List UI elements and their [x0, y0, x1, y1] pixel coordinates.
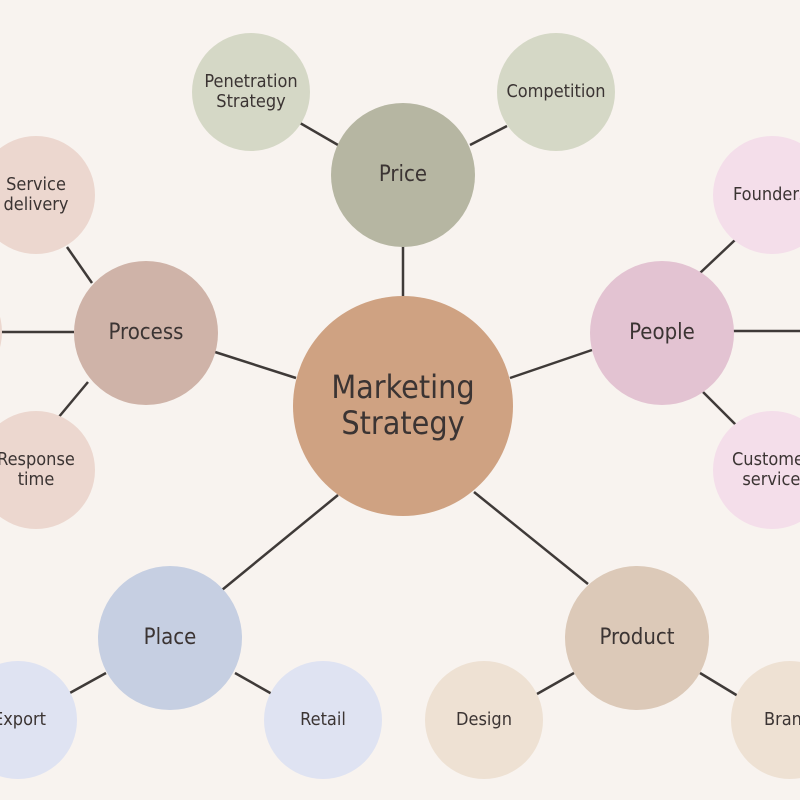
branch-label-process: Process [108, 319, 184, 345]
leaf-label-export: Export [0, 708, 46, 730]
leaf-node-customer-service[interactable]: Customer service [713, 411, 800, 529]
leaf-node-process-extra[interactable] [0, 273, 2, 391]
connector-people-customer-service [702, 391, 737, 426]
branch-node-people[interactable]: People [590, 261, 734, 405]
leaf-node-design[interactable]: Design [425, 661, 543, 779]
leaf-node-service-delivery[interactable]: Service delivery [0, 136, 95, 254]
connector-place-export [67, 671, 107, 696]
connector-center-place [221, 494, 339, 591]
branch-node-price[interactable]: Price [331, 103, 475, 247]
center-node-marketing-strategy[interactable]: Marketing Strategy [293, 296, 513, 516]
connector-people-founders [699, 239, 736, 274]
branch-node-product[interactable]: Product [565, 566, 709, 710]
branch-label-product: Product [599, 624, 675, 650]
connector-price-penetration [299, 121, 339, 147]
leaf-label-retail: Retail [300, 708, 346, 730]
branch-label-price: Price [378, 161, 428, 187]
leaf-label-brand: Brand [764, 708, 800, 730]
leaf-node-competition[interactable]: Competition [497, 33, 615, 151]
center-label: Marketing Strategy [331, 368, 475, 442]
connector-product-design [536, 671, 575, 696]
connector-place-retail [234, 671, 273, 696]
branch-node-process[interactable]: Process [74, 261, 218, 405]
leaf-label-service-delivery: Service delivery [3, 173, 69, 215]
leaf-label-customer-service: Customer service [732, 448, 800, 490]
connector-center-process [214, 350, 297, 380]
connector-product-brand [699, 671, 739, 698]
branch-label-place: Place [143, 624, 197, 650]
branch-node-place[interactable]: Place [98, 566, 242, 710]
leaf-node-response-time[interactable]: Response time [0, 411, 95, 529]
connector-center-product [473, 491, 589, 585]
connector-price-competition [469, 124, 508, 147]
leaf-label-penetration-strategy: Penetration Strategy [204, 70, 298, 112]
leaf-node-founders[interactable]: Founders [713, 136, 800, 254]
connector-process-response-time [57, 381, 89, 419]
leaf-node-penetration-strategy[interactable]: Penetration Strategy [192, 33, 310, 151]
leaf-label-competition: Competition [506, 80, 606, 102]
connector-process-service-delivery [65, 246, 94, 284]
leaf-node-retail[interactable]: Retail [264, 661, 382, 779]
leaf-label-founders: Founders [733, 183, 800, 205]
leaf-label-design: Design [456, 708, 512, 730]
connector-center-people [509, 348, 593, 380]
leaf-label-response-time: Response time [0, 448, 75, 490]
branch-label-people: People [629, 319, 695, 345]
